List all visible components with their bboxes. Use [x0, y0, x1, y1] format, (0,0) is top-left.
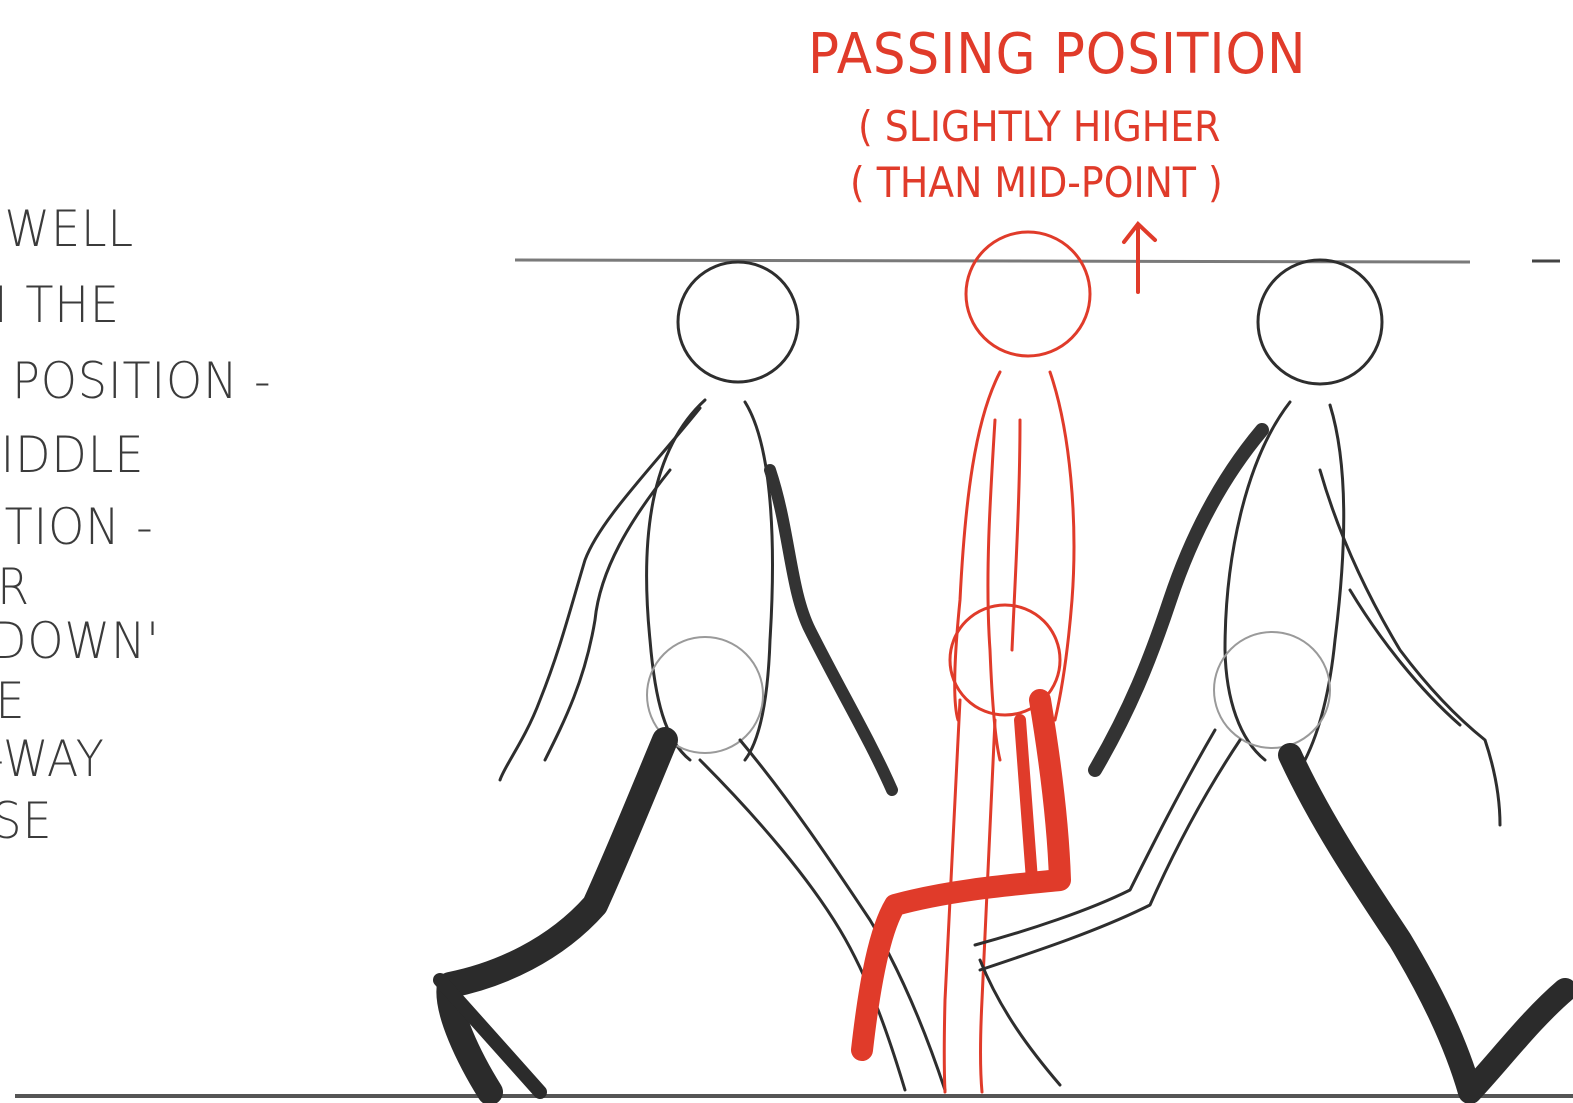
up-arrow-icon [1124, 224, 1155, 292]
head-middle [966, 232, 1090, 356]
head-right [1258, 260, 1382, 384]
head-left [678, 262, 798, 382]
passing-position [862, 232, 1090, 1092]
